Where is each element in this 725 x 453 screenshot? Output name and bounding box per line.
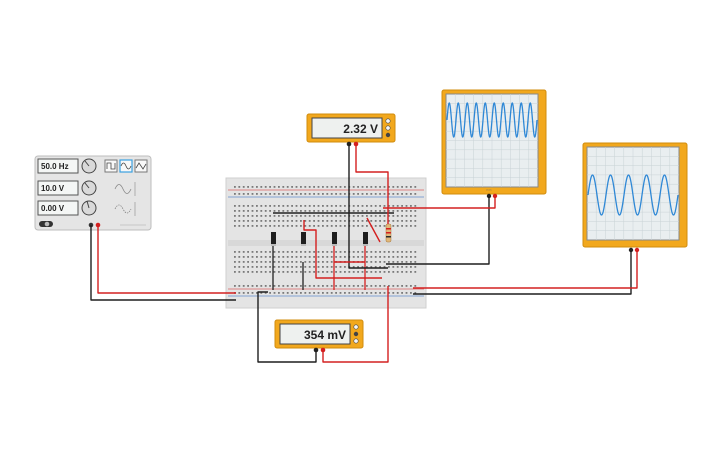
mode-dial-icon[interactable]	[353, 324, 359, 330]
breadboard[interactable]	[225, 177, 427, 309]
multimeter-bottom[interactable]: 354 mV	[274, 319, 364, 353]
oscilloscope-2[interactable]	[582, 142, 688, 253]
wire-black[interactable]	[257, 291, 317, 363]
multimeter-top[interactable]: 2.32 V	[306, 113, 396, 147]
offset-display	[37, 200, 79, 216]
mode-dial-icon[interactable]	[353, 331, 359, 337]
amplitude-display	[37, 180, 79, 196]
frequency-display	[37, 158, 79, 174]
oscilloscope-1-trace	[446, 102, 538, 138]
wire-red[interactable]	[383, 196, 496, 209]
wire-black[interactable]	[348, 144, 388, 269]
diode[interactable]	[301, 232, 306, 246]
wires	[90, 144, 638, 363]
oscilloscope-1[interactable]: ▭▭	[441, 89, 547, 199]
jumper-wire-red[interactable]	[303, 220, 382, 279]
oscilloscope-1-grid	[446, 94, 538, 187]
multimeter-bottom-reading: 354 mV	[304, 328, 346, 342]
amplitude-glyph-icon	[114, 184, 132, 194]
multimeter-top-reading: 2.32 V	[343, 122, 378, 136]
square-wave-icon	[106, 162, 116, 170]
offset-value: 0.00 V	[41, 204, 65, 213]
wire-black[interactable]	[90, 225, 236, 301]
mode-dial-icon[interactable]	[385, 125, 391, 131]
wire-black[interactable]	[413, 250, 632, 295]
function-generator[interactable]: 50.0 Hz 10.0 V 0.00 V	[34, 155, 152, 231]
oscilloscope-2-trace	[587, 174, 679, 216]
components	[271, 212, 394, 290]
wire-red[interactable]	[97, 225, 236, 294]
mode-dial-icon[interactable]	[385, 118, 391, 124]
jumper-wire-red[interactable]	[366, 217, 381, 243]
wire-red[interactable]	[413, 250, 638, 289]
svg-text:▭▭: ▭▭	[486, 188, 492, 192]
diode[interactable]	[332, 232, 337, 246]
frequency-value: 50.0 Hz	[41, 162, 69, 171]
wire-red[interactable]	[355, 144, 389, 224]
sine-wave-icon	[120, 162, 132, 170]
mode-dial-icon[interactable]	[385, 132, 391, 138]
diode[interactable]	[363, 232, 368, 246]
wire-red[interactable]	[322, 286, 389, 363]
triangle-wave-icon	[135, 162, 147, 170]
diode[interactable]	[271, 232, 276, 246]
mode-dial-icon[interactable]	[353, 338, 359, 344]
breadboard-holes	[234, 186, 417, 294]
offset-glyph-icon	[114, 204, 132, 214]
wire-black[interactable]	[386, 196, 490, 265]
amplitude-value: 10.0 V	[41, 184, 65, 193]
